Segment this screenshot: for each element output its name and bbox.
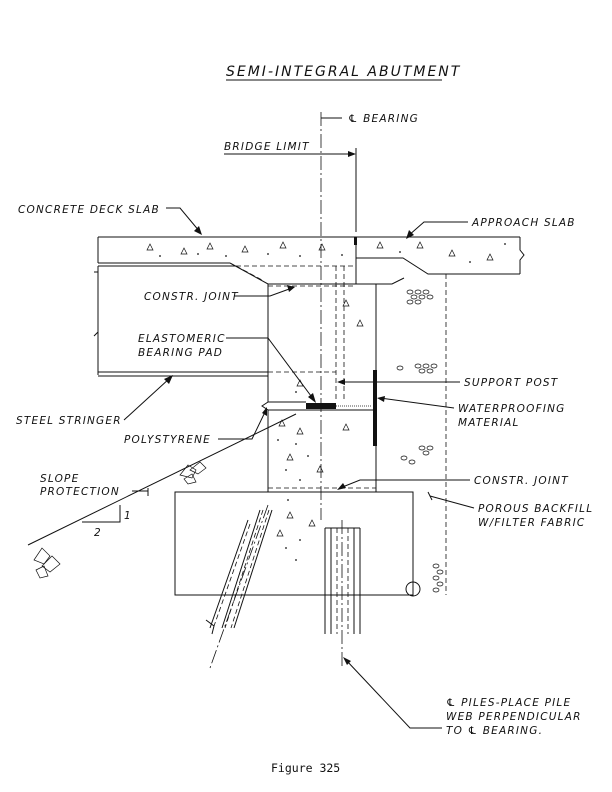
porous-backfill-label-2: W/FILTER FABRIC bbox=[478, 517, 585, 529]
polystyrene-arrow bbox=[262, 407, 267, 416]
approach-slab-label: APPROACH SLAB bbox=[471, 217, 576, 229]
slope-rise-label: 1 bbox=[124, 510, 132, 522]
elastomeric-label-1: ELASTOMERIC bbox=[138, 333, 226, 345]
deck-haunch-dashed bbox=[235, 265, 263, 281]
constr-joint-bottom-leader bbox=[339, 479, 470, 489]
slope-ratio-triangle bbox=[82, 505, 121, 523]
slope-protection-label-1: SLOPE bbox=[40, 473, 79, 485]
elastomeric-label-2: BEARING PAD bbox=[138, 347, 223, 359]
drawing-title: SEMI-INTEGRAL ABUTMENT bbox=[226, 64, 461, 80]
bridge-limit-arrow bbox=[348, 151, 356, 157]
battered-pile bbox=[205, 504, 273, 669]
support-post-arrow bbox=[337, 379, 345, 385]
drain-pipe bbox=[405, 581, 421, 597]
waterproofing-leader bbox=[379, 397, 455, 409]
porous-backfill-leader bbox=[429, 495, 475, 509]
porous-backfill-tick bbox=[427, 491, 433, 501]
constr-joint-top-label: CONSTR. JOINT bbox=[144, 291, 239, 303]
slope-protection-label-2: PROTECTION bbox=[40, 486, 120, 498]
waterproofing-label-1: WATERPROOFING bbox=[458, 403, 566, 415]
vertical-pile bbox=[324, 520, 361, 668]
deck-aggregate bbox=[146, 241, 506, 263]
piles-arrow bbox=[343, 657, 351, 665]
approach-seat bbox=[376, 277, 405, 285]
polystyrene-strip bbox=[261, 401, 269, 411]
riprap-lower bbox=[33, 547, 61, 579]
support-post bbox=[373, 370, 377, 446]
cl-bearing-label: ℄ BEARING bbox=[348, 113, 419, 125]
deck-slab-arrow bbox=[194, 226, 202, 235]
constr-joint-bottom-arrow bbox=[337, 483, 346, 490]
constr-joint-bottom-label: CONSTR. JOINT bbox=[474, 475, 569, 487]
polystyrene-leader bbox=[218, 409, 267, 440]
slope-run-label: 2 bbox=[94, 527, 102, 539]
elastomeric-arrow bbox=[308, 393, 316, 403]
waterproofing-arrow bbox=[377, 396, 385, 402]
approach-slab-arrow bbox=[406, 230, 414, 239]
footing bbox=[174, 491, 414, 596]
steel-stringer-label: STEEL STRINGER bbox=[16, 415, 122, 427]
stem-aggregate bbox=[276, 299, 364, 561]
constr-joint-top-leader bbox=[234, 287, 293, 297]
backfill-gravel bbox=[396, 289, 444, 593]
elastomeric-leader bbox=[226, 337, 315, 401]
polystyrene-label: POLYSTYRENE bbox=[124, 434, 211, 446]
deck-slab-leader bbox=[166, 207, 201, 233]
approach-slab-bottom bbox=[356, 257, 520, 275]
steel-stringer-leader bbox=[123, 377, 171, 421]
steel-stringer-arrow bbox=[164, 375, 173, 384]
constr-joint-top-arrow bbox=[287, 285, 295, 292]
deck-joint-seal bbox=[354, 237, 357, 245]
deck-slab-label: CONCRETE DECK SLAB bbox=[18, 204, 160, 216]
piles-label-2: WEB PERPENDICULAR bbox=[446, 711, 582, 723]
slope-line bbox=[27, 413, 297, 546]
approach-slab-leader bbox=[407, 221, 468, 237]
approach-break bbox=[519, 237, 525, 274]
piles-label-3: TO ℄ BEARING. bbox=[446, 725, 543, 737]
break-line-left bbox=[93, 271, 99, 337]
figure-caption: Figure 325 bbox=[271, 761, 340, 775]
piles-label-1: ℄ PILES-PLACE PILE bbox=[446, 697, 571, 709]
bridge-limit-label: BRIDGE LIMIT bbox=[224, 141, 310, 153]
piles-leader bbox=[345, 659, 442, 729]
riprap-upper bbox=[179, 461, 207, 485]
waterproofing-label-2: MATERIAL bbox=[458, 417, 520, 429]
porous-backfill-label-1: POROUS BACKFILL bbox=[478, 503, 593, 515]
support-post-label: SUPPORT POST bbox=[464, 377, 559, 389]
bearing-pad bbox=[306, 403, 336, 409]
